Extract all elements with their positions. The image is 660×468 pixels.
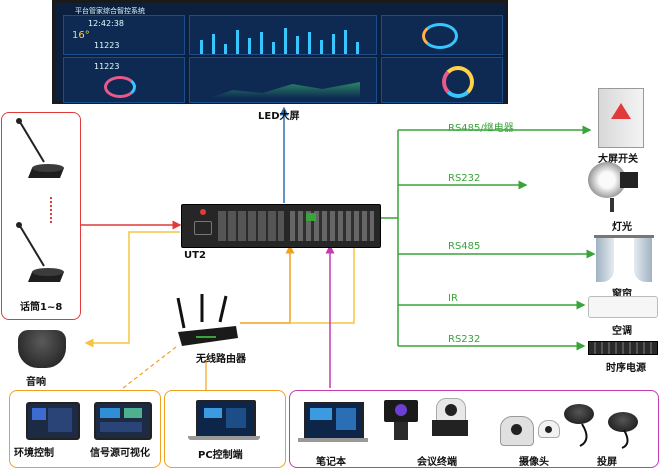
mic-group [1, 112, 81, 320]
light-label: 灯光 [612, 222, 632, 233]
notebook-icon [304, 402, 364, 440]
screen-time: 12:42:38 [88, 19, 124, 28]
led-screen-label: LED大屏 [258, 111, 300, 122]
speaker-label: 音响 [26, 377, 46, 388]
aircon-label: 空调 [612, 326, 632, 337]
cast-cable [579, 423, 629, 449]
router-label: 无线路由器 [196, 354, 246, 365]
pc-control-label: PC控制端 [198, 450, 243, 461]
screen-temp: 16° [72, 30, 90, 41]
signal-vis-tablet [94, 402, 152, 440]
sequencer-label: 时序电源 [606, 363, 646, 374]
sequencer-icon [588, 341, 658, 355]
line-speaker [84, 231, 180, 348]
light-icon [588, 162, 626, 198]
mic-icon [16, 118, 64, 178]
screen-title: 平台管家综合智控系统 [75, 7, 145, 15]
ptz-camera-icon [436, 398, 466, 422]
cast-puck-icon [608, 412, 638, 432]
camera-icon [500, 416, 534, 446]
pc-laptop-icon [196, 400, 256, 438]
screen-switch-label: 大屏开关 [598, 154, 638, 165]
curtain-icon [594, 235, 654, 283]
mic-icon [16, 222, 64, 282]
cast-puck-icon [564, 404, 594, 424]
line-router-2 [290, 246, 355, 324]
line-wireless [117, 346, 177, 393]
link-ir: IR [448, 293, 458, 304]
signal-vis-label: 信号源可视化 [90, 448, 150, 459]
link-rs485-relay: RS485/继电器 [448, 123, 514, 134]
env-control-tablet [26, 402, 80, 440]
screen-counter-b: 11223 [94, 62, 120, 71]
conference-terminal-icon [384, 400, 418, 422]
screen-counter-a: 11223 [94, 41, 120, 50]
mic-label: 话筒1~8 [20, 302, 63, 313]
mic-ellipsis [50, 197, 52, 223]
speaker-icon [18, 330, 66, 368]
ut2-controller [181, 204, 381, 248]
screen-switch-cabinet-icon [598, 88, 644, 148]
env-control-label: 环境控制 [14, 448, 54, 459]
projection-label: 投屏 [597, 457, 617, 468]
link-rs232-a: RS232 [448, 173, 481, 184]
ut2-label: UT2 [184, 250, 206, 261]
link-rs232-b: RS232 [448, 334, 481, 345]
led-screen: 平台管家综合智控系统 12:42:38 16° 11223 11223 [52, 0, 508, 104]
dome-camera-icon [538, 420, 560, 438]
camera-label: 摄像头 [519, 457, 549, 468]
screen-ring [104, 76, 136, 98]
aircon-icon [588, 296, 658, 318]
curtain-label: 窗帘 [612, 289, 632, 300]
line-router [240, 244, 295, 324]
link-rs485: RS485 [448, 241, 481, 252]
router-icon [176, 294, 238, 346]
conference-terminal-label: 会议终端 [417, 457, 457, 468]
notebook-label: 笔记本 [316, 457, 346, 468]
